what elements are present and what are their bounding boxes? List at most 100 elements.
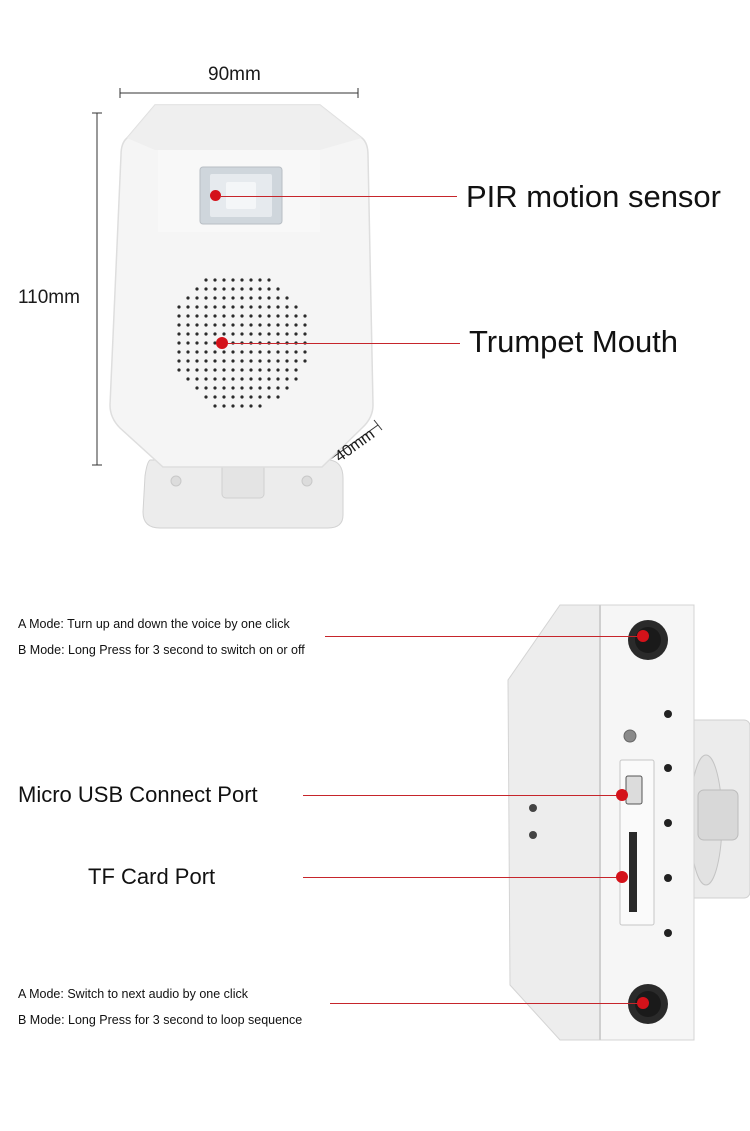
speaker-grille — [177, 278, 307, 408]
grille-hole — [204, 278, 208, 282]
pir-callout-line — [221, 196, 457, 197]
grille-hole — [267, 287, 271, 291]
grille-hole — [303, 359, 307, 363]
grille-hole — [231, 359, 235, 363]
port-panel — [619, 759, 655, 926]
grille-hole — [258, 278, 262, 282]
trumpet-callout-label: Trumpet Mouth — [469, 324, 679, 359]
grille-hole — [186, 377, 190, 381]
grille-hole — [276, 314, 280, 318]
bottom-button-mode-b: B Mode: Long Press for 3 second to loop … — [18, 1013, 303, 1027]
grille-hole — [186, 296, 190, 300]
height-label: 110mm — [18, 287, 80, 308]
grille-hole — [267, 377, 271, 381]
grille-hole — [204, 359, 208, 363]
grille-hole — [240, 296, 244, 300]
bracket-hinge — [689, 754, 723, 886]
grille-hole — [294, 359, 298, 363]
grille-hole — [285, 386, 289, 390]
top-button — [628, 620, 668, 660]
grille-hole — [195, 296, 199, 300]
grille-hole — [258, 350, 262, 354]
grille-hole — [258, 296, 262, 300]
pir-callout-label: PIR motion sensor — [466, 179, 721, 214]
grille-hole — [222, 296, 226, 300]
grille-hole — [249, 386, 253, 390]
grille-hole — [276, 287, 280, 291]
grille-hole — [258, 287, 262, 291]
grille-hole — [231, 287, 235, 291]
grille-hole — [195, 386, 199, 390]
grille-hole — [231, 377, 235, 381]
grille-hole — [294, 332, 298, 336]
grille-hole — [222, 323, 226, 327]
grille-hole — [195, 377, 199, 381]
grille-hole — [240, 305, 244, 309]
grille-hole — [231, 386, 235, 390]
grille-hole — [294, 305, 298, 309]
grille-hole — [195, 350, 199, 354]
grille-hole — [249, 359, 253, 363]
side-main-face — [599, 604, 695, 1041]
grille-hole — [204, 368, 208, 372]
grille-hole — [231, 404, 235, 408]
grille-hole — [186, 323, 190, 327]
grille-hole — [204, 305, 208, 309]
grille-hole — [213, 395, 217, 399]
grille-hole — [285, 323, 289, 327]
width-label: 90mm — [208, 64, 261, 85]
grille-hole — [222, 350, 226, 354]
grille-hole — [303, 323, 307, 327]
grille-hole — [213, 296, 217, 300]
grille-hole — [204, 287, 208, 291]
grille-hole — [276, 350, 280, 354]
trumpet-marker-dot — [216, 337, 228, 349]
usb-marker-dot — [616, 789, 628, 801]
grille-hole — [276, 386, 280, 390]
grille-hole — [240, 395, 244, 399]
grille-hole — [303, 350, 307, 354]
grille-hole — [249, 323, 253, 327]
micro-usb-port — [625, 775, 643, 805]
grille-hole — [267, 305, 271, 309]
grille-hole — [177, 332, 181, 336]
grille-hole — [258, 314, 262, 318]
grille-hole — [204, 377, 208, 381]
grille-hole — [249, 350, 253, 354]
grille-hole — [240, 278, 244, 282]
grille-hole — [204, 332, 208, 336]
grille-hole — [222, 386, 226, 390]
grille-hole — [249, 368, 253, 372]
grille-hole — [258, 368, 262, 372]
pir-marker-dot — [210, 190, 221, 201]
grille-hole — [204, 341, 208, 345]
grille-hole — [267, 332, 271, 336]
grille-hole — [213, 359, 217, 363]
grille-hole — [195, 323, 199, 327]
grille-hole — [186, 341, 190, 345]
grille-hole — [195, 332, 199, 336]
grille-hole — [177, 359, 181, 363]
grille-hole — [276, 359, 280, 363]
wall-bracket — [685, 719, 750, 899]
grille-hole — [267, 323, 271, 327]
grille-hole — [231, 278, 235, 282]
grille-hole — [240, 287, 244, 291]
grille-hole — [285, 359, 289, 363]
grille-hole — [240, 404, 244, 408]
grille-hole — [285, 314, 289, 318]
grille-hole — [177, 350, 181, 354]
grille-hole — [249, 296, 253, 300]
tf-marker-dot — [616, 871, 628, 883]
grille-hole — [276, 305, 280, 309]
grille-hole — [213, 341, 217, 345]
grille-hole — [276, 323, 280, 327]
grille-hole — [213, 377, 217, 381]
usb-callout-line — [303, 795, 618, 796]
grille-hole — [249, 332, 253, 336]
grille-hole — [186, 350, 190, 354]
grille-hole — [285, 332, 289, 336]
grille-hole — [267, 278, 271, 282]
grille-hole — [294, 377, 298, 381]
grille-hole — [240, 368, 244, 372]
